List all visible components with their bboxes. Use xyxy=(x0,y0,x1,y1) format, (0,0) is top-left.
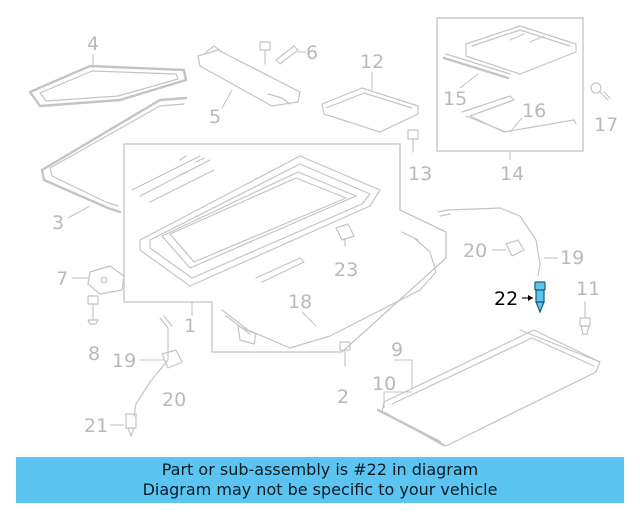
part-15-seal xyxy=(442,53,511,80)
callout-12: 12 xyxy=(360,51,384,73)
part-20-grommet-left xyxy=(161,349,183,369)
part-7-bracket xyxy=(87,265,125,295)
part-5-deflector xyxy=(197,45,301,107)
callout-11: 11 xyxy=(576,278,600,300)
part-11-bolt xyxy=(579,301,591,335)
part-22-valve-highlighted[interactable] xyxy=(534,281,546,314)
caption-banner: Part or sub-assembly is #22 in diagram D… xyxy=(16,457,624,503)
callout-16: 16 xyxy=(522,100,546,122)
callout-15: 15 xyxy=(443,88,467,110)
part-3-weatherstrip xyxy=(40,96,188,214)
callout-10: 10 xyxy=(372,373,396,395)
callout-1: 1 xyxy=(184,315,196,337)
callout-8: 8 xyxy=(88,343,100,365)
callout-2: 2 xyxy=(337,386,349,408)
part-14-glass-assembly xyxy=(465,25,577,75)
part-12-pad xyxy=(321,87,419,133)
part-19-drain-tube-right xyxy=(437,207,541,277)
part-20-grommet-right xyxy=(505,239,525,257)
callout-14: 14 xyxy=(500,163,524,185)
callout-5: 5 xyxy=(209,106,221,128)
callout-23: 23 xyxy=(334,259,358,281)
caption-line-2: Diagram may not be specific to your vehi… xyxy=(142,480,498,499)
part-2-bolt xyxy=(339,341,351,367)
callout-22[interactable]: 22 xyxy=(494,288,518,310)
callout-9: 9 xyxy=(391,339,403,361)
part-16-frame xyxy=(461,95,577,133)
callout-18: 18 xyxy=(288,291,312,313)
part-8-bolt xyxy=(87,295,99,325)
caption-line-1: Part or sub-assembly is #22 in diagram xyxy=(161,460,479,479)
callout-3: 3 xyxy=(52,212,64,234)
callout-20-left: 20 xyxy=(162,389,186,411)
callout-13: 13 xyxy=(408,163,432,185)
callout-21: 21 xyxy=(84,415,108,437)
part-10-sunshade-rail xyxy=(376,408,442,444)
part-1-frame xyxy=(131,155,381,287)
part-23-clip xyxy=(335,223,355,247)
callout-6: 6 xyxy=(306,42,318,64)
part-18-drain-hose xyxy=(221,231,437,349)
callout-4: 4 xyxy=(87,33,99,55)
callout-19-right: 19 xyxy=(560,247,584,269)
part-17-screw xyxy=(590,82,611,101)
part-4-glass-panel xyxy=(28,64,188,108)
part-6-bolt-clip xyxy=(259,41,299,65)
callout-20-right: 20 xyxy=(463,240,487,262)
part-19-drain-tube-left xyxy=(133,315,173,417)
callout-17: 17 xyxy=(594,114,618,136)
part-1-frame-outline xyxy=(123,143,447,353)
part-13-screw xyxy=(407,129,419,153)
callout-7: 7 xyxy=(56,268,68,290)
part-21-valve xyxy=(125,413,137,437)
callout-19-left: 19 xyxy=(112,350,136,372)
